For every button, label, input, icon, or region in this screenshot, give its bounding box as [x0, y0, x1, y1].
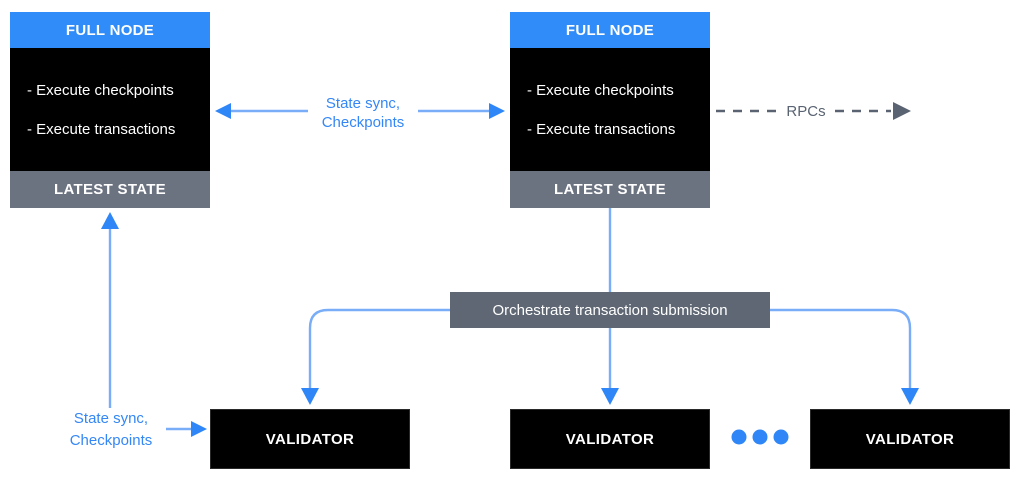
state-sync-label-bl-line2: Checkpoints [69, 432, 153, 449]
validator-1: VALIDATOR [210, 409, 410, 469]
arrowhead-rpcs-icon [893, 102, 911, 120]
state-sync-label-bottom-left: State sync, Checkpoints [56, 408, 166, 452]
full-node-left-item-transactions: - Execute transactions [27, 120, 176, 138]
full-node-right-item-transactions: - Execute transactions [527, 120, 676, 138]
orchestrate-to-validator3-arrow [770, 308, 919, 405]
state-sync-label-mid-line1: State sync, [325, 95, 401, 112]
validator-sync-up-arrow [101, 212, 119, 408]
arrowhead-down-v1-icon [301, 388, 319, 405]
state-sync-label-mid-line2: Checkpoints [321, 114, 405, 131]
rpcs-label: RPCs [779, 102, 833, 121]
full-node-left-latest-state: LATEST STATE [10, 171, 210, 208]
full-node-left-header: FULL NODE [10, 12, 210, 48]
full-node-right: FULL NODE - Execute checkpoints - Execut… [510, 12, 710, 208]
full-node-right-body: - Execute checkpoints - Execute transact… [510, 48, 710, 171]
orchestrate-to-validator1-arrow [301, 308, 450, 405]
arrowhead-down-v2-icon [601, 388, 619, 405]
arrowhead-up-icon [101, 212, 119, 229]
full-node-right-item-checkpoints: - Execute checkpoints [527, 81, 674, 99]
orchestrate-box: Orchestrate transaction submission [450, 292, 770, 328]
full-node-left: FULL NODE - Execute checkpoints - Execut… [10, 12, 210, 208]
ellipsis-dots-icon [731, 429, 789, 445]
arrowhead-right-small-icon [191, 421, 207, 437]
full-node-left-body: - Execute checkpoints - Execute transact… [10, 48, 210, 171]
state-sync-label-mid: State sync, Checkpoints [308, 94, 418, 132]
validator-3: VALIDATOR [810, 409, 1010, 469]
arrowhead-left-icon [215, 103, 231, 119]
full-node-right-latest-state: LATEST STATE [510, 171, 710, 208]
arrowhead-right-icon [489, 103, 505, 119]
full-node-right-header: FULL NODE [510, 12, 710, 48]
arrowhead-down-v3-icon [901, 388, 919, 405]
state-sync-label-bl-line1: State sync, [73, 410, 149, 427]
full-node-left-item-checkpoints: - Execute checkpoints [27, 81, 174, 99]
validator-2: VALIDATOR [510, 409, 710, 469]
